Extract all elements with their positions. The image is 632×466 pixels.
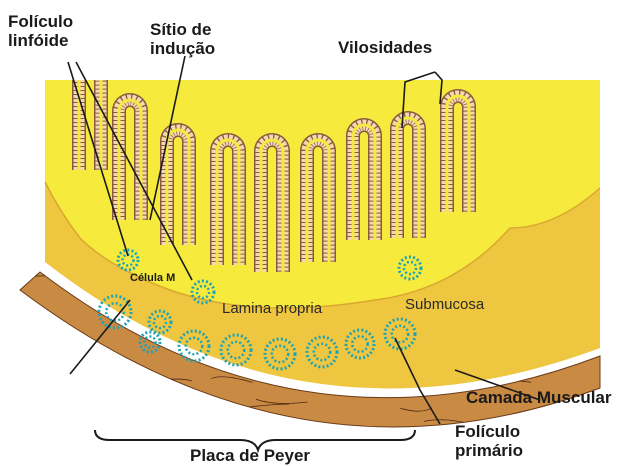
muscle-fiber [550, 457, 582, 461]
label-foliculo-linfoide: Folículo linfóide [8, 12, 73, 50]
muscle-fiber [145, 405, 190, 412]
muscle-fiber [398, 454, 452, 458]
muscle-fiber [309, 387, 356, 390]
muscle-fiber [310, 458, 357, 459]
label-line: linfóide [8, 31, 73, 50]
muscle-fiber [559, 446, 605, 450]
muscle-fiber [201, 429, 245, 433]
label-line: Folículo [455, 422, 523, 441]
label-placa-peyer: Placa de Peyer [190, 446, 310, 465]
label-lamina-propria: Lamina propria [222, 300, 322, 317]
label-foliculo-primario: Folículo primário [455, 422, 523, 460]
muscle-fiber [233, 429, 287, 435]
muscle-fiber [217, 412, 245, 414]
label-submucosa: Submucosa [405, 296, 484, 313]
muscle-fiber [92, 446, 121, 450]
label-line: Sítio de [150, 20, 215, 39]
label-line: indução [150, 39, 215, 58]
label-camada-muscular: Camada Muscular [466, 388, 612, 407]
label-vilosidades: Vilosidades [338, 38, 432, 57]
label-line: Folículo [8, 12, 73, 31]
label-line: primário [455, 441, 523, 460]
muscle-fiber [366, 441, 395, 442]
muscle-fiber [276, 426, 305, 430]
muscle-fiber [571, 440, 607, 443]
muscle-fiber [39, 366, 78, 369]
label-sitio-inducao: Sítio de indução [150, 20, 215, 58]
label-celula-m: Célula M [130, 272, 175, 284]
muscle-fiber [156, 400, 197, 404]
lumen [0, 0, 632, 80]
muscle-fiber [22, 393, 61, 395]
muscle-fiber [75, 387, 118, 391]
